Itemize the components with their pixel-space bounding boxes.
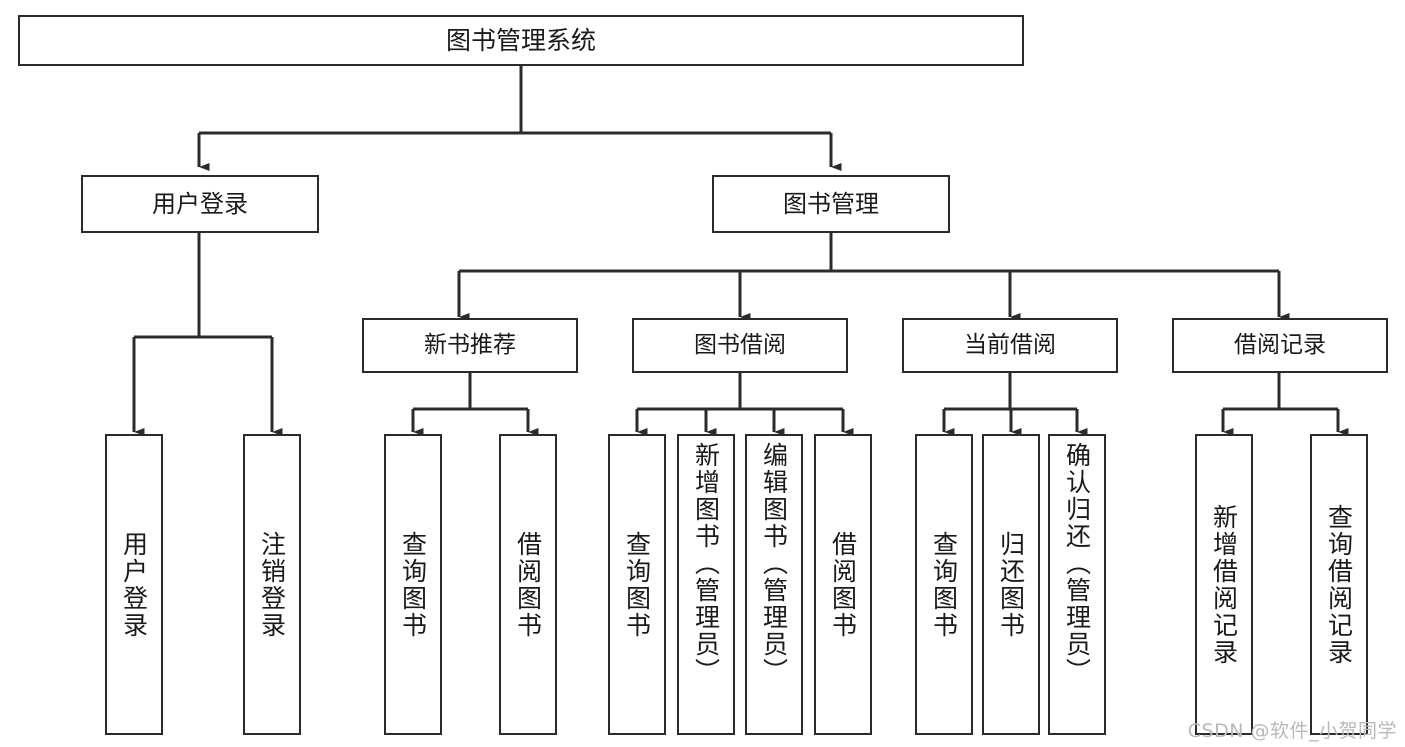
node-label: 图书管理系统: [445, 25, 596, 55]
node-label: 用户登录: [119, 530, 149, 639]
node-label: 确认归还（管理员）: [1062, 442, 1092, 685]
node-label: 查询图书: [929, 530, 959, 639]
node-leaf-add-borrow-record[interactable]: 新增借阅记录: [1195, 434, 1253, 735]
node-leaf-add-book[interactable]: 新增图书（管理员）: [677, 434, 735, 735]
node-leaf-user-login[interactable]: 用户登录: [105, 434, 163, 735]
node-label: 图书借阅: [694, 331, 786, 358]
node-label: 查询图书: [398, 530, 428, 639]
watermark: CSDN @软件_小贺同学: [1187, 720, 1397, 742]
node-label: 当前借阅: [964, 331, 1056, 358]
node-label: 新增借阅记录: [1209, 503, 1239, 666]
node-label: 查询图书: [622, 530, 652, 639]
node-book-management[interactable]: 图书管理: [712, 175, 950, 233]
node-label: 借阅记录: [1234, 331, 1326, 358]
node-leaf-confirm-return[interactable]: 确认归还（管理员）: [1048, 434, 1106, 735]
node-borrow-record[interactable]: 借阅记录: [1172, 318, 1388, 373]
node-label: 查询借阅记录: [1324, 503, 1354, 666]
node-leaf-borrow-book-recommend[interactable]: 借阅图书: [499, 434, 557, 735]
node-label: 图书管理: [783, 189, 879, 218]
node-label: 借阅图书: [828, 530, 858, 639]
node-label: 注销登录: [257, 530, 287, 639]
node-leaf-return-book[interactable]: 归还图书: [982, 434, 1040, 735]
node-label: 归还图书: [996, 530, 1026, 639]
node-leaf-query-book-recommend[interactable]: 查询图书: [384, 434, 442, 735]
node-book-borrow[interactable]: 图书借阅: [632, 318, 848, 373]
node-label: 新书推荐: [424, 331, 516, 358]
node-leaf-query-borrow-record[interactable]: 查询借阅记录: [1310, 434, 1368, 735]
node-label: 借阅图书: [513, 530, 543, 639]
node-label: 编辑图书（管理员）: [759, 442, 789, 685]
node-label: 新增图书（管理员）: [691, 442, 721, 685]
node-leaf-query-book-borrow[interactable]: 查询图书: [608, 434, 666, 735]
node-user-login[interactable]: 用户登录: [81, 175, 319, 233]
node-leaf-query-book-current[interactable]: 查询图书: [915, 434, 973, 735]
node-leaf-user-logout[interactable]: 注销登录: [243, 434, 301, 735]
node-leaf-edit-book[interactable]: 编辑图书（管理员）: [745, 434, 803, 735]
node-current-borrow[interactable]: 当前借阅: [902, 318, 1118, 373]
node-leaf-borrow-book[interactable]: 借阅图书: [814, 434, 872, 735]
node-label: 用户登录: [152, 189, 248, 218]
node-root-book-management-system[interactable]: 图书管理系统: [18, 15, 1024, 66]
node-new-book-recommend[interactable]: 新书推荐: [362, 318, 578, 373]
